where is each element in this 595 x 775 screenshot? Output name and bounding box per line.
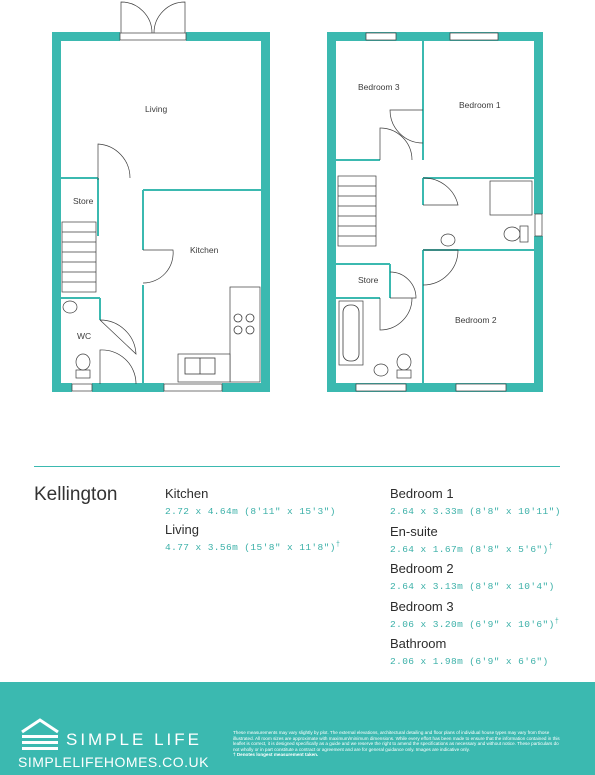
wc-toilet [75,353,91,371]
bath-toilet [396,353,412,371]
room-dimensions: 2.72 x 4.64m (8'11" x 15'3") [165,502,336,519]
room-dimensions-value: 2.64 x 3.13m (8'8" x 10'4") [390,581,555,593]
label-kitchen: Kitchen [190,245,219,255]
bath-door [379,297,413,331]
longest-measurement-mark: † [554,617,560,626]
room-dimensions: 2.06 x 1.98m (6'9" x 6'6") [390,652,549,669]
stairs-first [337,175,377,247]
room-dimensions-value: 2.64 x 1.67m (8'8" x 5'6") [390,543,549,555]
room-dimensions: 2.06 x 3.20m (6'9" x 10'6")† [390,615,559,632]
ground-window-wc [71,383,93,392]
store-door [389,271,417,299]
bath-basin [373,363,389,377]
window-bedroom3 [365,32,397,41]
room-name: En-suite [390,523,438,539]
room-dimensions: 2.64 x 3.13m (8'8" x 10'4") [390,577,555,594]
room-entry: Bedroom 2 2.64 x 3.13m (8'8" x 10'4") [390,561,555,594]
ensuite-basin [440,233,456,247]
floor-plans: .w { fill:#3bb9b0; } .iw { stroke:#3bb9b… [52,1,543,392]
ensuite-cistern [519,225,529,243]
wc-toilet-cistern [75,369,91,379]
stairs-ground [61,221,97,293]
room-dimensions-value: 2.06 x 3.20m (6'9" x 10'6") [390,618,555,630]
ground-wall-top-left [52,32,120,41]
label-store-first: Store [358,275,379,285]
room-name: Kitchen [165,486,209,501]
wc-door [99,319,137,355]
first-wall-left [327,32,336,392]
longest-measurement-mark: † [335,541,341,549]
first-wall-right-lower [534,236,543,392]
window-ensuite [534,213,543,237]
living-door [97,143,131,180]
label-bedroom3: Bedroom 3 [358,82,400,92]
label-living: Living [145,104,167,114]
footer-band [0,682,595,775]
house-name: Kellington [34,484,118,505]
front-door [99,349,137,385]
room-name: Bedroom 3 [390,598,454,614]
ensuite-shower [489,180,533,216]
ground-wall-bottom-right [222,383,270,392]
brand-url[interactable]: SIMPLELIFEHOMES.CO.UK [18,754,209,770]
disclaimer-note: † Denotes longest measurement taken. [233,752,319,758]
room-name: Living [165,522,199,537]
french-door-left-swing [120,1,153,34]
first-wall-right-upper [534,32,543,214]
room-dimensions: 2.64 x 3.33m (8'8" x 10'11") [390,502,561,519]
wc-basin [62,300,78,314]
longest-measurement-mark: † [548,542,554,551]
first-wall-top [327,32,543,41]
first-floor-plan: Bedroom 3 Bedroom 1 Store Bedroom 2 [327,32,543,392]
room-entry: Bedroom 1 2.64 x 3.33m (8'8" x 10'11") [390,486,561,519]
ground-wall-bottom-left [52,383,72,392]
label-bedroom1: Bedroom 1 [459,100,501,110]
room-name: Bedroom 1 [390,486,454,501]
bath-cistern [396,369,412,379]
kitchen-worktop-bottom [177,353,231,383]
bed3-door [379,127,413,161]
ensuite-toilet [503,226,521,242]
room-dimensions-value: 2.64 x 3.33m (8'8" x 10'11") [390,506,561,518]
label-bedroom2: Bedroom 2 [455,315,497,325]
room-name: Bedroom 2 [390,561,454,576]
simple-life-logo-icon [21,718,59,750]
ground-wall-bottom-mid [92,383,164,392]
label-store-ground: Store [73,196,94,206]
room-dimensions-value: 2.72 x 4.64m (8'11" x 15'3") [165,506,336,518]
brand-name: SIMPLE LIFE [66,730,202,749]
first-wall-bottom [327,383,543,392]
ground-wall-left [52,32,61,392]
bed2-door [422,249,459,286]
ensuite-door [422,177,459,206]
kitchen-worktop-right [229,286,261,383]
french-door-right-swing [153,1,186,34]
ground-window-bottom [163,383,223,392]
room-dimensions: 4.77 x 3.56m (15'8" x 11'8")† [165,538,340,555]
window-bedroom2 [455,383,507,392]
room-entry: Kitchen 2.72 x 4.64m (8'11" x 15'3") [165,486,336,519]
window-bedroom1 [449,32,499,41]
kitchen-door [142,249,174,284]
ground-floor-plan: Living Store Kitchen WC [52,1,270,392]
room-dimensions-value: 2.06 x 1.98m (6'9" x 6'6") [390,656,549,668]
room-dimensions-value: 4.77 x 3.56m (15'8" x 11'8") [165,542,336,554]
label-wc: WC [77,331,91,341]
ground-wall-top-right [186,32,270,41]
disclaimer: These measurements may vary slightly by … [233,730,563,758]
room-entry: Bathroom 2.06 x 1.98m (6'9" x 6'6") [390,636,549,669]
ground-wall-right [261,32,270,392]
french-door-frame [119,32,187,41]
disclaimer-text: These measurements may vary slightly by … [233,730,560,752]
window-bathroom [355,383,407,392]
room-dimensions: 2.64 x 1.67m (8'8" x 5'6")† [390,540,553,557]
room-name: Bathroom [390,636,447,651]
divider-rule [34,466,560,467]
bed1-door [389,109,424,144]
